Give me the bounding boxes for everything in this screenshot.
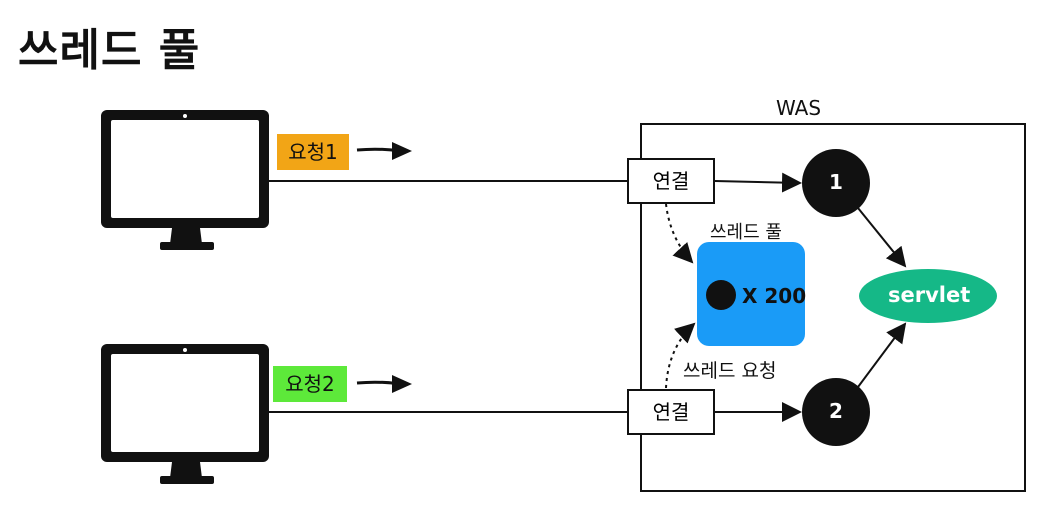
request-badge-2: 요청2 (273, 366, 347, 402)
connection-box-2: 연결 (627, 389, 715, 435)
thread-circle-1 (802, 149, 870, 217)
thread-number-1: 1 (829, 170, 843, 194)
dotted-arrow-conn1-to-pool (665, 203, 694, 264)
thread-pool-box (697, 242, 805, 346)
servlet-label: servlet (888, 283, 971, 307)
thread-request-label: 쓰레드 요청 (683, 360, 777, 382)
request-arrow-1 (356, 142, 412, 160)
arrow-thread1-to-servlet (857, 207, 907, 268)
dotted-arrow-conn2-to-pool (665, 322, 696, 389)
thread-number-2: 2 (829, 399, 843, 423)
was-label: WAS (776, 96, 822, 120)
client-monitor-1 (101, 110, 269, 250)
thread-token-icon (706, 280, 736, 310)
thread-pool-label: 쓰레드 풀 (710, 222, 782, 243)
request-arrow-2 (356, 375, 412, 393)
servlet-ellipse (859, 269, 997, 323)
was-container (640, 123, 1026, 492)
thread-pool-capacity: X 200 (742, 284, 807, 308)
client-monitor-2 (101, 344, 269, 484)
thread-circle-2 (802, 378, 870, 446)
connection-box-1: 연결 (627, 158, 715, 204)
page-title: 쓰레드 풀 (18, 25, 201, 76)
request-badge-1: 요청1 (277, 134, 349, 170)
arrow-conn1-to-thread1 (714, 172, 802, 193)
arrow-thread2-to-servlet (857, 322, 907, 388)
